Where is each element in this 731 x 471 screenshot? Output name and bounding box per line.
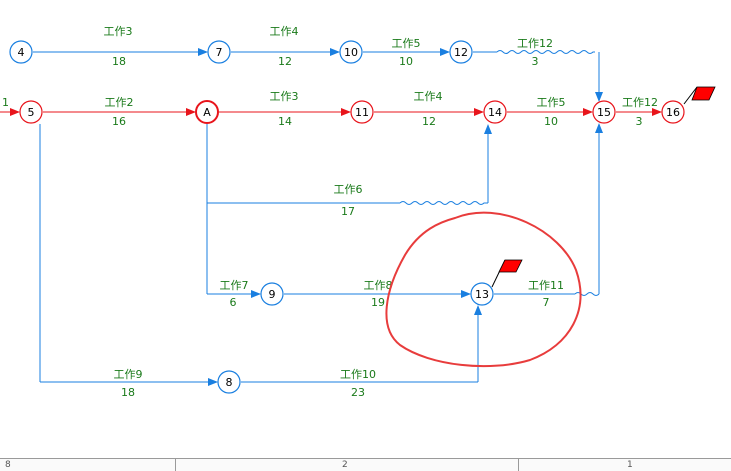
task-duration: 10	[399, 55, 413, 68]
task-duration: 6	[230, 296, 237, 309]
svg-text:9: 9	[269, 288, 276, 301]
label-task-4-7: 工作3 18	[104, 25, 133, 68]
task-name: 工作4	[270, 25, 299, 38]
task-name: 工作12	[517, 37, 553, 50]
status-bar: 8 2 1	[0, 458, 731, 471]
task-duration: 7	[543, 296, 550, 309]
label-task-7-10: 工作4 12	[270, 25, 299, 68]
node-8[interactable]: 8	[217, 370, 241, 394]
task-name: 工作12	[622, 96, 658, 109]
task-name: 工作4	[414, 90, 443, 103]
label-task-12-15: 工作12 3	[517, 37, 553, 68]
svg-text:15: 15	[597, 106, 611, 119]
label-task-13-15: 工作11 7	[528, 279, 564, 309]
task-duration: 10	[544, 115, 558, 128]
node-15[interactable]: 15	[592, 100, 616, 124]
node-16[interactable]: 16	[661, 100, 685, 124]
svg-text:16: 16	[666, 106, 680, 119]
task-name: 工作11	[528, 279, 564, 292]
task-name: 工作10	[340, 368, 376, 381]
flag-icon-node-13	[491, 259, 523, 288]
node-7[interactable]: 7	[207, 40, 231, 64]
label-task-15-16: 工作12 3	[622, 96, 658, 128]
svg-text:A: A	[203, 106, 211, 119]
svg-text:11: 11	[355, 106, 369, 119]
edge-13-15-float-wavy	[574, 292, 600, 296]
edge-12-15-float-wavy	[496, 50, 595, 54]
svg-text:4: 4	[18, 46, 25, 59]
task-name: 工作7	[220, 279, 249, 292]
task-duration: 12	[422, 115, 436, 128]
node-9[interactable]: 9	[260, 282, 284, 306]
task-name: 工作2	[105, 96, 134, 109]
label-task-8-13: 工作10 23	[340, 368, 376, 399]
node-5[interactable]: 5	[19, 100, 43, 124]
label-task-9-13: 工作8 19	[364, 279, 393, 309]
task-duration: 12	[278, 55, 292, 68]
task-duration: 3	[636, 115, 643, 128]
svg-text:14: 14	[488, 106, 502, 119]
edge-A-14-float-wavy	[399, 201, 488, 205]
task-name: 工作8	[364, 279, 393, 292]
svg-text:8: 8	[226, 376, 233, 389]
task-duration: 19	[371, 296, 385, 309]
label-task-11-14: 工作4 12	[414, 90, 443, 128]
status-cell: 2	[175, 459, 518, 471]
task-name: 工作9	[114, 368, 143, 381]
task-name: 工作3	[270, 90, 299, 103]
svg-text:10: 10	[344, 46, 358, 59]
task-name: 工作5	[537, 96, 566, 109]
status-cell: 8	[5, 460, 11, 470]
node-10[interactable]: 10	[339, 40, 363, 64]
svg-text:12: 12	[454, 46, 468, 59]
label-task-5-A: 工作2 16	[105, 96, 134, 128]
node-4[interactable]: 4	[9, 40, 33, 64]
task-name: 工作5	[392, 37, 421, 50]
svg-text:13: 13	[475, 288, 489, 301]
node-13[interactable]: 13	[470, 282, 494, 306]
node-14[interactable]: 14	[483, 100, 507, 124]
label-task-A-14: 工作6 17	[334, 183, 363, 218]
task-name: 工作6	[334, 183, 363, 196]
task-duration: 14	[278, 115, 292, 128]
task-duration: 18	[112, 55, 126, 68]
svg-text:5: 5	[28, 106, 35, 119]
label-task-A-9: 工作7 6	[220, 279, 249, 309]
node-1-label: 1	[2, 96, 9, 109]
node-12[interactable]: 12	[449, 40, 473, 64]
flag-icon-node-16	[683, 86, 716, 105]
node-11[interactable]: 11	[350, 100, 374, 124]
node-A[interactable]: A	[195, 100, 219, 124]
svg-text:7: 7	[216, 46, 223, 59]
task-duration: 18	[121, 386, 135, 399]
label-task-A-11: 工作3 14	[270, 90, 299, 128]
task-duration: 23	[351, 386, 365, 399]
task-name: 工作3	[104, 25, 133, 38]
status-cell: 1	[518, 459, 731, 471]
task-duration: 16	[112, 115, 126, 128]
task-duration: 17	[341, 205, 355, 218]
task-duration: 3	[532, 55, 539, 68]
annotation-circle	[385, 211, 582, 368]
label-task-10-12: 工作5 10	[392, 37, 421, 68]
label-task-5-8: 工作9 18	[114, 368, 143, 399]
label-task-14-15: 工作5 10	[537, 96, 566, 128]
